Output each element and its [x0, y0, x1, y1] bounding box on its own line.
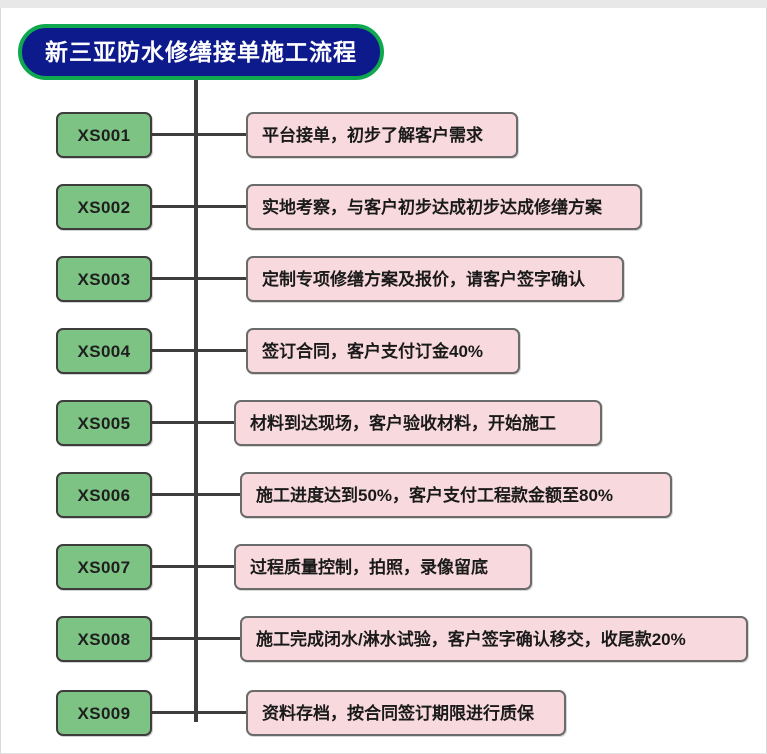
step-code-box[interactable]: XS008 [56, 616, 152, 662]
step-code-box[interactable]: XS003 [56, 256, 152, 302]
step-connector-line [152, 421, 234, 424]
step-connector-line [152, 277, 246, 280]
step-description-label: 实地考察，与客户初步达成初步达成修缮方案 [262, 197, 602, 217]
step-description-label: 资料存档，按合同签订期限进行质保 [262, 703, 534, 723]
step-code-label: XS001 [77, 125, 131, 145]
step-code-box[interactable]: XS004 [56, 328, 152, 374]
step-connector-line [152, 133, 246, 136]
flow-spine-line [194, 80, 198, 722]
step-description-box[interactable]: 过程质量控制，拍照，录像留底 [234, 544, 532, 590]
step-connector-line [152, 711, 246, 714]
step-code-label: XS003 [77, 269, 131, 289]
step-code-label: XS008 [77, 629, 131, 649]
step-description-label: 施工完成闭水/淋水试验，客户签字确认移交，收尾款20% [256, 629, 686, 649]
step-code-box[interactable]: XS007 [56, 544, 152, 590]
step-code-label: XS005 [77, 413, 131, 433]
step-code-label: XS006 [77, 485, 131, 505]
step-connector-line [152, 205, 246, 208]
step-description-box[interactable]: 实地考察，与客户初步达成初步达成修缮方案 [246, 184, 642, 230]
step-code-box[interactable]: XS005 [56, 400, 152, 446]
step-code-label: XS009 [77, 703, 131, 723]
step-description-label: 签订合同，客户支付订金40% [262, 341, 484, 361]
step-code-box[interactable]: XS002 [56, 184, 152, 230]
step-description-label: 过程质量控制，拍照，录像留底 [250, 557, 488, 577]
step-description-box[interactable]: 施工完成闭水/淋水试验，客户签字确认移交，收尾款20% [240, 616, 748, 662]
step-description-label: 施工进度达到50%，客户支付工程款金额至80% [256, 485, 614, 505]
step-description-box[interactable]: 材料到达现场，客户验收材料，开始施工 [234, 400, 602, 446]
step-description-box[interactable]: 施工进度达到50%，客户支付工程款金额至80% [240, 472, 672, 518]
step-description-label: 材料到达现场，客户验收材料，开始施工 [250, 413, 556, 433]
step-description-label: 定制专项修缮方案及报价，请客户签字确认 [262, 269, 585, 289]
left-frame-edge [0, 8, 1, 754]
flowchart-title-node: 新三亚防水修缮接单施工流程 [18, 24, 384, 80]
step-description-box[interactable]: 定制专项修缮方案及报价，请客户签字确认 [246, 256, 624, 302]
step-description-label: 平台接单，初步了解客户需求 [262, 125, 483, 145]
step-code-box[interactable]: XS009 [56, 690, 152, 736]
flowchart-title-text: 新三亚防水修缮接单施工流程 [45, 38, 357, 65]
step-code-box[interactable]: XS001 [56, 112, 152, 158]
step-description-box[interactable]: 签订合同，客户支付订金40% [246, 328, 520, 374]
step-connector-line [152, 349, 246, 352]
step-description-box[interactable]: 平台接单，初步了解客户需求 [246, 112, 518, 158]
step-code-label: XS002 [77, 197, 131, 217]
step-code-box[interactable]: XS006 [56, 472, 152, 518]
step-connector-line [152, 493, 240, 496]
step-connector-line [152, 565, 234, 568]
step-connector-line [152, 637, 240, 640]
step-code-label: XS004 [77, 341, 131, 361]
step-code-label: XS007 [77, 557, 131, 577]
step-description-box[interactable]: 资料存档，按合同签订期限进行质保 [246, 690, 566, 736]
top-frame-band [0, 0, 767, 8]
